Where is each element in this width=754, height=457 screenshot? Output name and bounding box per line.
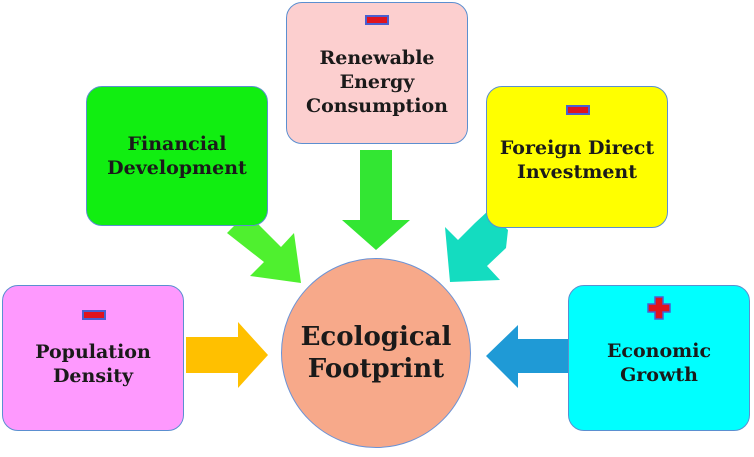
financial-line2: Development: [107, 157, 247, 179]
renewable-line3: Consumption: [306, 95, 448, 117]
box-economic-growth: Economic Growth: [568, 285, 750, 431]
population-line2: Density: [52, 365, 134, 387]
box-population-density: Population Density: [2, 285, 184, 431]
fdi-line2: Investment: [516, 161, 638, 183]
arrow-fdi: [445, 211, 508, 282]
fdi-line1: Foreign Direct: [499, 137, 655, 159]
minus-sign-icon: [82, 310, 106, 320]
arrow-renewable: [342, 150, 410, 250]
center-line1: Ecological: [300, 322, 452, 352]
box-financial-development: Financial Development: [86, 86, 268, 226]
center-line2: Footprint: [307, 354, 445, 384]
growth-line1: Economic: [606, 340, 712, 362]
box-renewable-energy: Renewable Energy Consumption: [286, 2, 468, 144]
plus-sign-icon: [647, 296, 671, 320]
growth-line2: Growth: [620, 364, 698, 386]
arrow-financial: [227, 213, 301, 283]
box-foreign-direct-investment: Foreign Direct Investment: [486, 86, 668, 228]
renewable-line1: Renewable: [319, 47, 435, 69]
population-line1: Population: [35, 341, 151, 363]
arrow-population: [186, 322, 268, 388]
arrow-growth: [486, 325, 572, 388]
ecological-footprint-circle: Ecological Footprint: [281, 258, 471, 448]
minus-sign-icon: [566, 105, 590, 115]
minus-sign-icon: [365, 15, 389, 25]
financial-line1: Financial: [127, 133, 227, 155]
renewable-line2: Energy: [339, 71, 415, 93]
